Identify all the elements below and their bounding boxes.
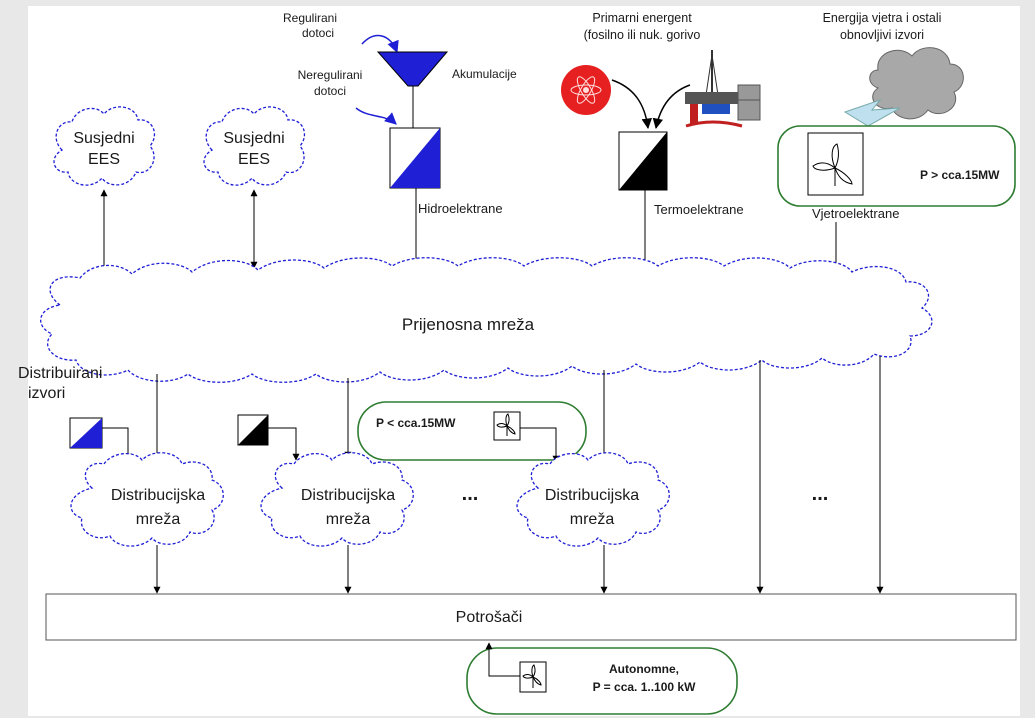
akumulacije-label: Akumulacije — [452, 67, 517, 81]
consumers-box — [45, 593, 1017, 641]
dist-2-label-2: mreža — [326, 511, 371, 528]
primarni-label-2: (fosilno ili nuk. gorivo — [584, 28, 701, 42]
oil-platform-icon — [685, 50, 761, 128]
neighbor-ees-cloud-2 — [203, 106, 305, 186]
termoelektrane-label: Termoelektrane — [654, 202, 744, 217]
dist-1-label-1: Distribucijska — [111, 487, 205, 504]
small-wind-power-label: P < cca.15MW — [376, 416, 456, 430]
transmission-network-cloud — [40, 257, 933, 383]
ellipsis-2: ... — [812, 483, 829, 505]
fossil-to-thermo-arrow — [652, 84, 691, 130]
autonomous-wind-turbine-icon — [519, 661, 547, 693]
distributed-thermo-link — [268, 427, 300, 461]
consumers-label: Potrošači — [456, 609, 523, 626]
neighbor-1-label-1: Susjedni — [73, 130, 134, 147]
distribution-cloud-2 — [260, 452, 414, 547]
distribution-cloud-1 — [70, 452, 224, 547]
unregulated-inflow-arrow — [355, 107, 397, 125]
neighbor-1-label-2: EES — [88, 151, 120, 168]
small-wind-link — [520, 427, 560, 463]
autonomous-label-1: Autonomne, — [609, 662, 679, 676]
vjetroelektrane-label: Vjetroelektrane — [812, 206, 899, 221]
ellipsis-1: ... — [462, 483, 479, 505]
nuclear-atom-icon — [561, 65, 611, 115]
dist-3-label-2: mreža — [570, 511, 615, 528]
distributed-thermo-icon — [237, 414, 269, 446]
distributed-label-1: Distribuirani — [18, 365, 102, 382]
primarni-label-1: Primarni energent — [592, 11, 692, 25]
regulirani-label-2: dotoci — [302, 26, 334, 40]
large-wind-power-label: P > cca.15MW — [920, 168, 1000, 182]
wind-cloud-face-icon — [843, 47, 964, 127]
dist-2-label-1: Distribucijska — [301, 487, 395, 504]
reservoir-icon — [376, 51, 449, 87]
hidroelektrane-label: Hidroelektrane — [418, 201, 503, 216]
neighbor-2-label-2: EES — [238, 151, 270, 168]
thermo-plant-icon — [618, 131, 668, 191]
autonomous-to-consumers-arrow — [485, 642, 520, 677]
autonomous-group — [466, 647, 738, 715]
small-wind-group — [357, 401, 587, 461]
neighbor-2-label-1: Susjedni — [223, 130, 284, 147]
autonomous-label-2: P = cca. 1..100 kW — [593, 680, 697, 694]
regulirani-label-1: Regulirani — [283, 11, 337, 25]
regulated-inflow-arrow — [361, 34, 399, 54]
distributed-hydro-link — [102, 427, 132, 461]
transmission-label: Prijenosna mreža — [402, 315, 535, 334]
vjetar-label-2: obnovljivi izvori — [840, 28, 924, 42]
distributed-hydro-icon — [69, 417, 103, 449]
hydro-plant-icon — [389, 127, 441, 189]
small-wind-turbine-icon — [493, 411, 521, 441]
large-wind-group — [777, 125, 1016, 207]
distribution-cloud-3 — [516, 452, 670, 547]
neregulirani-label-2: dotoci — [314, 84, 346, 98]
dist-3-label-1: Distribucijska — [545, 487, 639, 504]
distributed-label-2: izvori — [28, 385, 65, 402]
large-wind-turbine-icon — [807, 132, 864, 196]
vjetar-label-1: Energija vjetra i ostali — [823, 11, 942, 25]
neighbor-ees-cloud-1 — [53, 106, 155, 186]
dist-1-label-2: mreža — [136, 511, 181, 528]
nuclear-to-thermo-arrow — [611, 79, 652, 130]
neregulirani-label-1: Neregulirani — [298, 68, 363, 82]
